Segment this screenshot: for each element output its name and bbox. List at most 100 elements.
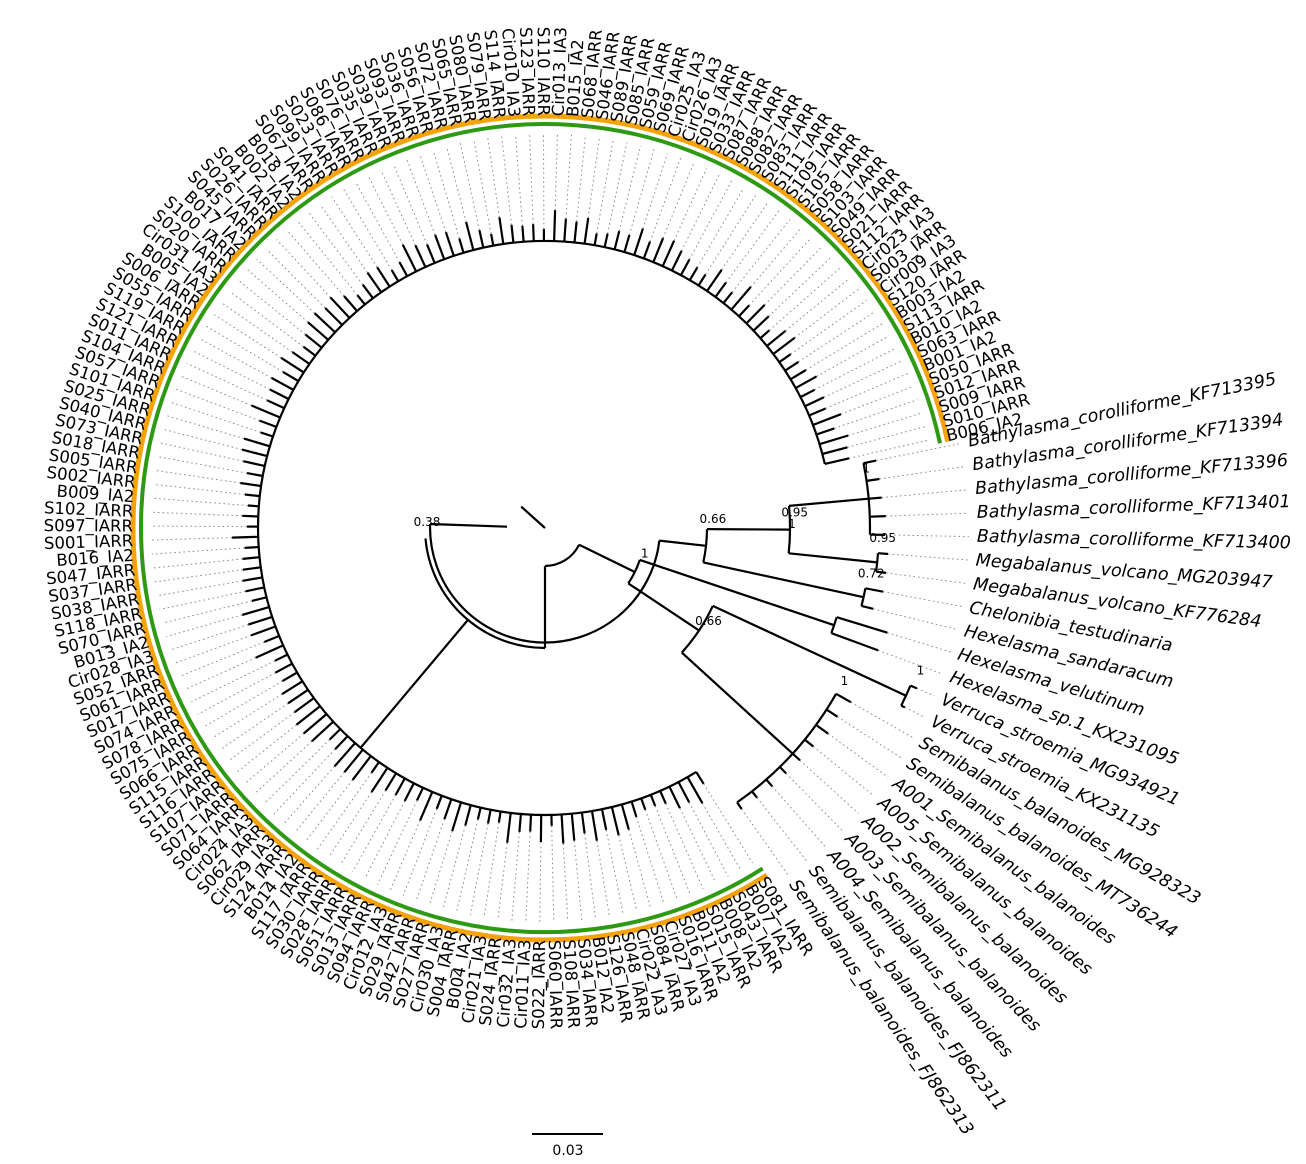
- ingroup-leaf-branch: [696, 772, 703, 784]
- leader-line: [689, 802, 728, 876]
- inner-root-arc: [545, 545, 579, 566]
- ingroup-leaf-branch: [533, 224, 534, 241]
- ingroup-leaf-branch: [822, 447, 847, 454]
- ingroup-leaf-branch: [605, 234, 608, 248]
- leader-line: [172, 403, 261, 433]
- ingroup-leaf-branch: [800, 390, 814, 397]
- leader-line: [151, 526, 247, 527]
- leader-line: [885, 535, 969, 537]
- ingroup-leaf-branch: [681, 259, 690, 275]
- leader-line: [749, 238, 811, 306]
- leader-line: [552, 826, 554, 922]
- ingroup-leaf-branch: [491, 234, 493, 246]
- semibalanus-leaf: [737, 802, 742, 809]
- leader-line: [643, 154, 668, 229]
- leader-line: [287, 230, 344, 296]
- ingroup-leaf-branch: [251, 627, 275, 636]
- support-value: 0.72: [858, 567, 885, 581]
- leader-line: [220, 703, 289, 750]
- ingroup-leaf-branch: [270, 390, 289, 400]
- support-value: 0.66: [700, 512, 727, 526]
- ingroup-leaf-branch: [554, 210, 555, 241]
- ingroup-leaf-branch: [791, 370, 806, 379]
- outgroup-tip-label: Bathylasma_corolliforme_KF713400: [977, 527, 1291, 554]
- ingroup-leaf-branch: [459, 238, 463, 252]
- leader-line: [407, 159, 435, 235]
- semibalanus-leaf: [816, 725, 828, 734]
- leader-line: [765, 247, 822, 305]
- ingroup-stem: [361, 620, 468, 748]
- ingroup-leaf-branch: [292, 352, 309, 364]
- leader-line: [416, 819, 444, 900]
- ingroup-leaf-branch: [707, 270, 722, 291]
- ingroup-leaf-branch: [247, 473, 263, 476]
- ingroup-leaf-branch: [243, 577, 263, 580]
- leader-line: [160, 443, 243, 461]
- leader-line: [443, 826, 465, 909]
- ingroup-leaf-branch: [400, 262, 408, 276]
- ingroup-leaf-branch: [240, 483, 261, 486]
- ingroup-leaf-branch: [308, 322, 328, 340]
- bathylasma-leaf: [870, 516, 886, 517]
- leader-line: [320, 205, 367, 273]
- ingroup-leaf-branch: [275, 664, 292, 673]
- ingroup-leaf-branch: [256, 645, 283, 657]
- leader-line: [847, 427, 925, 448]
- ingroup-leaf-branch: [415, 245, 425, 267]
- leader-line: [153, 484, 245, 494]
- semibalanus-stem: [682, 653, 793, 754]
- leader-line: [883, 592, 962, 607]
- ingroup-leaf-branch: [427, 245, 435, 263]
- leader-line: [230, 292, 304, 347]
- ingroup-leaf-branch: [507, 813, 511, 843]
- ingroup-leaf-branch: [773, 338, 794, 354]
- ingroup-leaf-branch: [632, 802, 637, 817]
- megabalanus-stem: [789, 553, 878, 562]
- leader-line: [530, 134, 534, 224]
- leader-line: [457, 819, 478, 912]
- ingroup-leaf-branch: [282, 681, 302, 694]
- ingroup-leaf-branch: [325, 308, 342, 325]
- ingroup-leaf-branch: [330, 729, 341, 740]
- ingroup-leaf-branch: [809, 409, 826, 416]
- leader-line: [813, 747, 873, 796]
- ingroup-leaf-branch: [264, 636, 279, 642]
- leader-line: [298, 221, 358, 295]
- leader-line: [470, 824, 488, 915]
- leader-line: [663, 163, 694, 238]
- leader-line: [433, 150, 459, 238]
- leader-line: [769, 268, 840, 331]
- leader-line: [876, 444, 960, 461]
- leader-line: [577, 136, 586, 222]
- leader-line: [166, 615, 242, 637]
- leader-line: [697, 188, 743, 267]
- leader-line: [588, 138, 599, 218]
- leader-line: [526, 832, 530, 922]
- scale-bar: 0.03: [532, 1134, 603, 1159]
- leader-line: [239, 280, 306, 334]
- ingroup-leaf-branch: [641, 798, 645, 809]
- ingroup-leaf-branch: [651, 795, 655, 806]
- ingroup-leaf-branch: [245, 495, 260, 497]
- ingroup-leaf-branch: [403, 245, 416, 272]
- ingroup-leaf-branch: [282, 673, 297, 682]
- leader-line: [160, 591, 246, 609]
- leader-line: [879, 467, 964, 480]
- ingroup-leaf-branch: [660, 791, 666, 804]
- ingroup-leaf-branch: [816, 428, 834, 434]
- ingroup-leaf-branch: [242, 450, 267, 457]
- semibalanus-leaf: [780, 767, 786, 774]
- root-stub: [521, 507, 545, 528]
- leader-line: [214, 314, 281, 357]
- semibalanus-leaf: [805, 740, 814, 747]
- leader-line: [175, 635, 251, 663]
- ingroup-leaf-branch: [444, 799, 451, 819]
- balanoid-stem: [659, 541, 706, 546]
- leader-line: [274, 749, 335, 814]
- leader-line: [848, 413, 922, 436]
- ingroup-leaf-branch: [805, 397, 824, 406]
- leader-line: [151, 512, 242, 516]
- ingroup-leaf-branch: [530, 815, 531, 832]
- ingroup-connector-arc: [426, 539, 546, 649]
